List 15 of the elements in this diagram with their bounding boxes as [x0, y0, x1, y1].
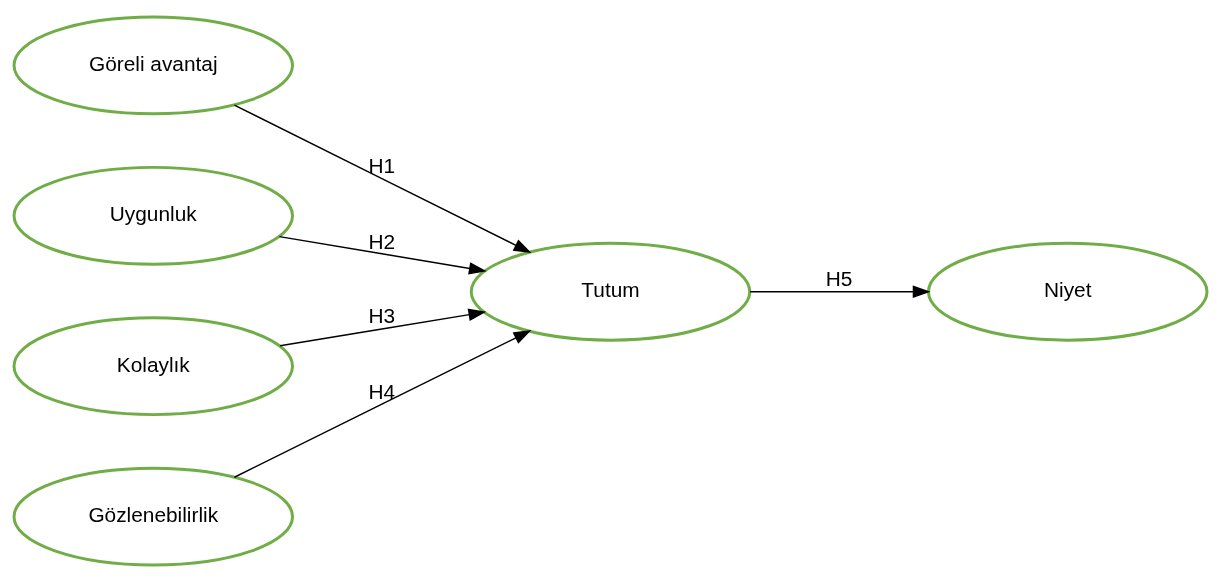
- arrow: [749, 285, 931, 298]
- edge-label: H1: [368, 153, 396, 177]
- node-ellipse: Uygunluk: [12, 165, 294, 266]
- edge-label: H4: [368, 379, 396, 403]
- node-ellipse: Niyet: [927, 241, 1209, 342]
- edge-label: H3: [368, 303, 396, 327]
- arrow: [278, 235, 487, 275]
- node-ellipse: Kolaylık: [12, 315, 294, 416]
- edge-label: H5: [825, 266, 853, 290]
- arrow: [233, 329, 532, 478]
- node-ellipse: Gözlenebilirlik: [12, 466, 294, 567]
- arrow: [279, 308, 487, 346]
- node-ellipse: Göreli avantaj: [12, 14, 294, 115]
- arrow: [233, 103, 532, 253]
- edge-label: H2: [368, 229, 396, 253]
